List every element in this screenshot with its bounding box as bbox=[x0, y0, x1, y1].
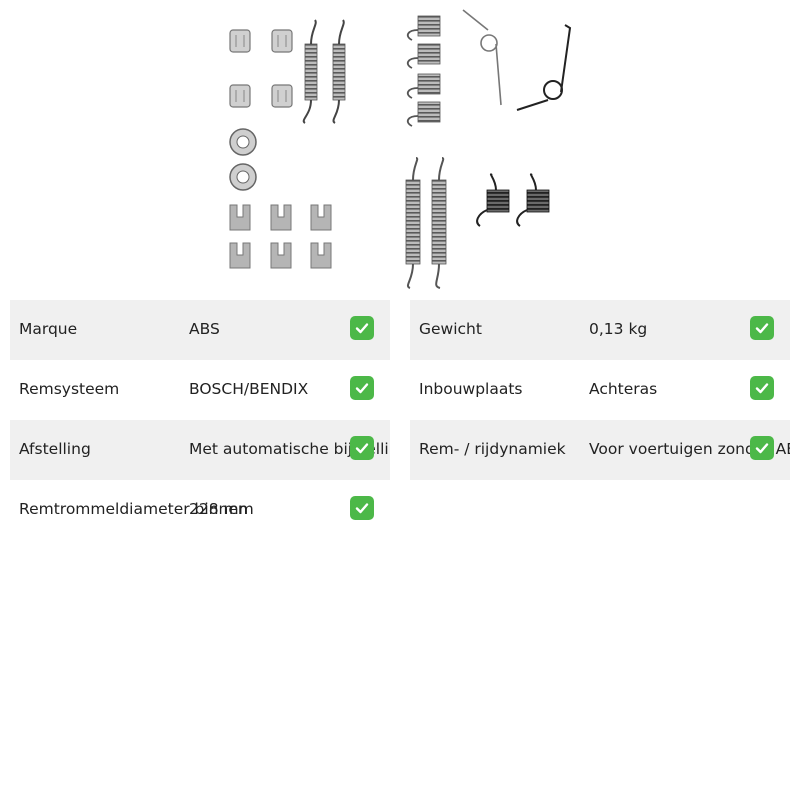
spec-label: Gewicht bbox=[419, 320, 482, 338]
spec-value: 0,13 kg bbox=[589, 320, 648, 338]
spec-label: Inbouwplaats bbox=[419, 380, 523, 398]
check-mark-icon bbox=[750, 376, 774, 400]
spec-row-remtrommeldiameter: Remtrommeldiameter binnen 228 mm bbox=[10, 480, 390, 540]
spec-row-gewicht: Gewicht 0,13 kg bbox=[410, 300, 790, 360]
check-mark-icon bbox=[350, 496, 374, 520]
spec-value: 228 mm bbox=[189, 500, 254, 518]
spec-label: Remsysteem bbox=[19, 380, 120, 398]
spec-label: Rem- / rijdynamiek bbox=[419, 440, 566, 458]
check-mark-icon bbox=[750, 436, 774, 460]
spec-row-marque: Marque ABS bbox=[10, 300, 390, 360]
check-mark-icon bbox=[750, 316, 774, 340]
spec-value: ABS bbox=[189, 320, 220, 338]
spec-value: BOSCH/BENDIX bbox=[189, 380, 309, 398]
spec-table-right: Gewicht 0,13 kg Inbouwplaats Achteras Re… bbox=[410, 300, 790, 480]
spec-value: Achteras bbox=[589, 380, 658, 398]
check-mark-icon bbox=[350, 376, 374, 400]
spec-value: Met automatische bijstelling bbox=[189, 440, 390, 458]
check-mark-icon bbox=[350, 436, 374, 460]
spec-row-rem-rijdynamiek: Rem- / rijdynamiek Voor voertuigen zonde… bbox=[410, 420, 790, 480]
check-mark-icon bbox=[350, 316, 374, 340]
spec-label: Marque bbox=[19, 320, 78, 338]
brake-shoe-accessory-kit-image bbox=[229, 9, 572, 289]
spec-label: Remtrommeldiameter binnen bbox=[19, 500, 248, 518]
spec-value: Voor voertuigen zonder ABS bbox=[589, 440, 790, 458]
spec-row-afstelling: Afstelling Met automatische bijstelling bbox=[10, 420, 390, 480]
spec-table-left: Marque ABS Remsysteem BOSCH/BENDIX Afste… bbox=[10, 300, 390, 540]
spec-row-inbouwplaats: Inbouwplaats Achteras bbox=[410, 360, 790, 420]
spec-row-remsysteem: Remsysteem BOSCH/BENDIX bbox=[10, 360, 390, 420]
spec-label: Afstelling bbox=[19, 440, 91, 458]
